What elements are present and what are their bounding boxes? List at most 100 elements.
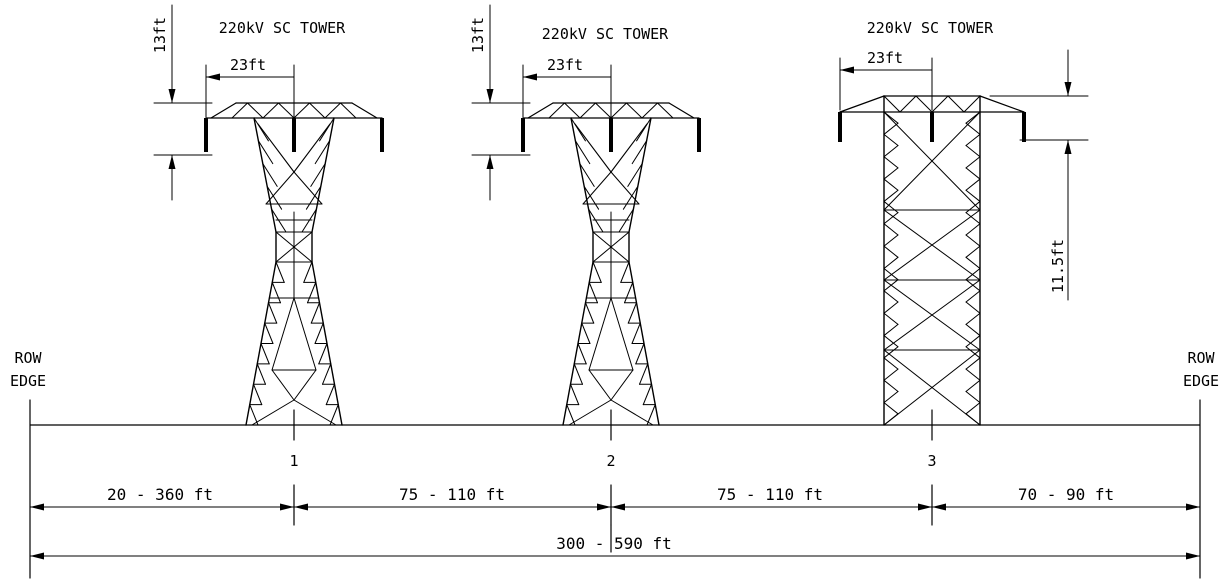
spacing-arrow-right-2: [597, 503, 611, 511]
tower-3-panel-x2-1: [883, 209, 981, 281]
tower-1-upper-lace-l-3: [266, 185, 283, 210]
row-edge-right-line1: ROW: [1187, 349, 1215, 367]
tower-2-lower-lace-r-7: [646, 404, 656, 426]
tower-3-panel-x2-2: [883, 279, 981, 351]
tower-1-lower-lace-r-7: [329, 404, 339, 426]
tower-1-cage-diag-3: [265, 171, 295, 205]
total-spacing-label: 300 - 590 ft: [556, 534, 672, 553]
tower-2-arm-top-left: [527, 102, 554, 119]
tower-3-lace-r-6: [965, 245, 981, 258]
tower-3-lace-r2-8: [965, 301, 981, 314]
tower-1-cage-diag-1: [257, 123, 295, 173]
tower-1-number: 1: [289, 452, 298, 470]
tower-3-lace-l2-8: [883, 301, 899, 314]
spacing-arrow-right-1: [280, 503, 294, 511]
tower-2-upper-lace-l-2: [579, 163, 595, 187]
tower-1-lower-lace-l-4: [260, 343, 270, 365]
tower-1-arm-lace-1: [247, 102, 264, 119]
spacing-label-1: 20 - 360 ft: [107, 485, 213, 504]
tower-3-lace-l-12: [883, 379, 899, 392]
tower-3-lace-r2-10: [965, 346, 981, 359]
tower-3-width-label: 23ft: [867, 49, 903, 67]
tower-2-lower-lace-r-0: [620, 261, 630, 283]
tower-3-lace-l2-5: [883, 234, 899, 247]
tower-2-lower-lace-l-2: [585, 302, 595, 324]
tower-1-upper-lace-r-2: [310, 163, 326, 187]
tower-2-number: 2: [606, 452, 615, 470]
tower-3-lace-l-1: [883, 133, 899, 147]
tower-2-arm-lace-1: [564, 102, 581, 119]
tower-3-lace-r2-1: [965, 145, 981, 158]
tower-3-lace-l-4: [883, 200, 899, 214]
tower-2-upper-lace-r-1: [631, 140, 648, 165]
tower-3-lace-r-0: [965, 111, 981, 124]
tower-1-cage-diag-4: [293, 171, 323, 205]
tower-3-lace-l-2: [883, 156, 899, 169]
tower-3-lace-l2-2: [883, 167, 899, 180]
tower-3-lace-l-0: [883, 111, 899, 124]
tower-1-width-label: 23ft: [230, 56, 266, 74]
tower-2-upper-lace-l-0: [570, 117, 586, 142]
tower-1-lower-x4: [293, 399, 337, 426]
tower-1-width-arrow-left: [206, 73, 220, 81]
tower-2-cage-diag-4: [610, 171, 640, 205]
tower-2-lower-x1: [588, 369, 612, 401]
tower-1-height-label: 13ft: [151, 17, 169, 53]
spacing-arrow-left-4: [932, 503, 946, 511]
tower-1-lower-v-left: [271, 297, 295, 371]
tower-3-insulator-2: [930, 112, 934, 142]
tower-2-lower-lace-r-4: [635, 343, 645, 365]
tower-3-lace-r-12: [965, 379, 981, 392]
tower-3-arm-right-top: [979, 95, 1025, 113]
spacing-arrow-left-3: [611, 503, 625, 511]
tower-2-leg-left-upper: [570, 117, 594, 233]
tower-3-lace-r-5: [965, 223, 981, 236]
tower-3-lace-l2-13: [883, 413, 899, 426]
towers-group: [204, 95, 1026, 441]
tower-1-arm-top-right: [351, 102, 378, 119]
tower-3-lace-l2-9: [883, 323, 899, 337]
spacing-arrow-left-1: [30, 503, 44, 511]
tower-3-width-arrow-left: [840, 66, 854, 74]
tower-3-lace-l2-10: [883, 346, 899, 359]
tower-1-leg-right-upper: [311, 117, 335, 233]
tower-1-height-arrow-top: [168, 89, 176, 103]
tower-1-lower-lace-r-6: [325, 383, 335, 406]
tower-3-lace-r2-6: [965, 256, 981, 269]
tower-1-lower-lace-l-3: [264, 322, 274, 344]
tower-3-lace-l-5: [883, 223, 899, 236]
tower-3-arm-lace-3: [931, 95, 949, 113]
tower-2-arm-lace-5: [626, 102, 643, 119]
tower-3-lace-l2-3: [883, 189, 899, 202]
tower-1-upper-lace-r-0: [319, 117, 335, 142]
spacing-arrow-left-2: [294, 503, 308, 511]
spacing-label-2: 75 - 110 ft: [399, 485, 505, 504]
tower-3-lace-r2-5: [965, 234, 981, 247]
tower-3-lace-l2-1: [883, 145, 899, 158]
tower-2-upper-lace-r-3: [622, 185, 639, 210]
tower-1-lower-lace-r-0: [303, 261, 313, 283]
total-arrow-left: [30, 552, 44, 560]
tower-2-lower-lace-r-3: [631, 322, 641, 344]
tower-3-height-arrow-top: [1064, 82, 1072, 96]
tower-1-insulator-2: [292, 118, 296, 152]
total-arrow-right: [1186, 552, 1200, 560]
tower-1-lower-lace-l-2: [268, 302, 278, 324]
tower-3-lace-l2-11: [883, 368, 899, 381]
tower-3-lace-r-3: [965, 178, 981, 191]
tower-3-lace-r-10: [965, 335, 981, 348]
tower-2-lower-lace-r-5: [639, 363, 649, 385]
tower-1-upper-lace-l-1: [257, 140, 274, 165]
tower-2-arm-lace-0: [548, 102, 565, 119]
tower-2-height-label: 13ft: [469, 17, 487, 53]
tower-2-cage-diag-2: [610, 123, 648, 173]
tower-1-cage-diag-2: [293, 123, 331, 173]
tower-1-upper-lace-l-2: [262, 163, 278, 187]
tower-3-lace-r2-13: [965, 413, 981, 426]
row-edge-left-line1: ROW: [14, 349, 42, 367]
spacing-arrow-right-4: [1186, 503, 1200, 511]
tower-3-lace-r2-0: [965, 122, 981, 135]
tower-2-lower-x3: [568, 399, 612, 426]
tower-1-lower-lace-l-6: [253, 383, 263, 406]
tower-3-number: 3: [927, 452, 936, 470]
